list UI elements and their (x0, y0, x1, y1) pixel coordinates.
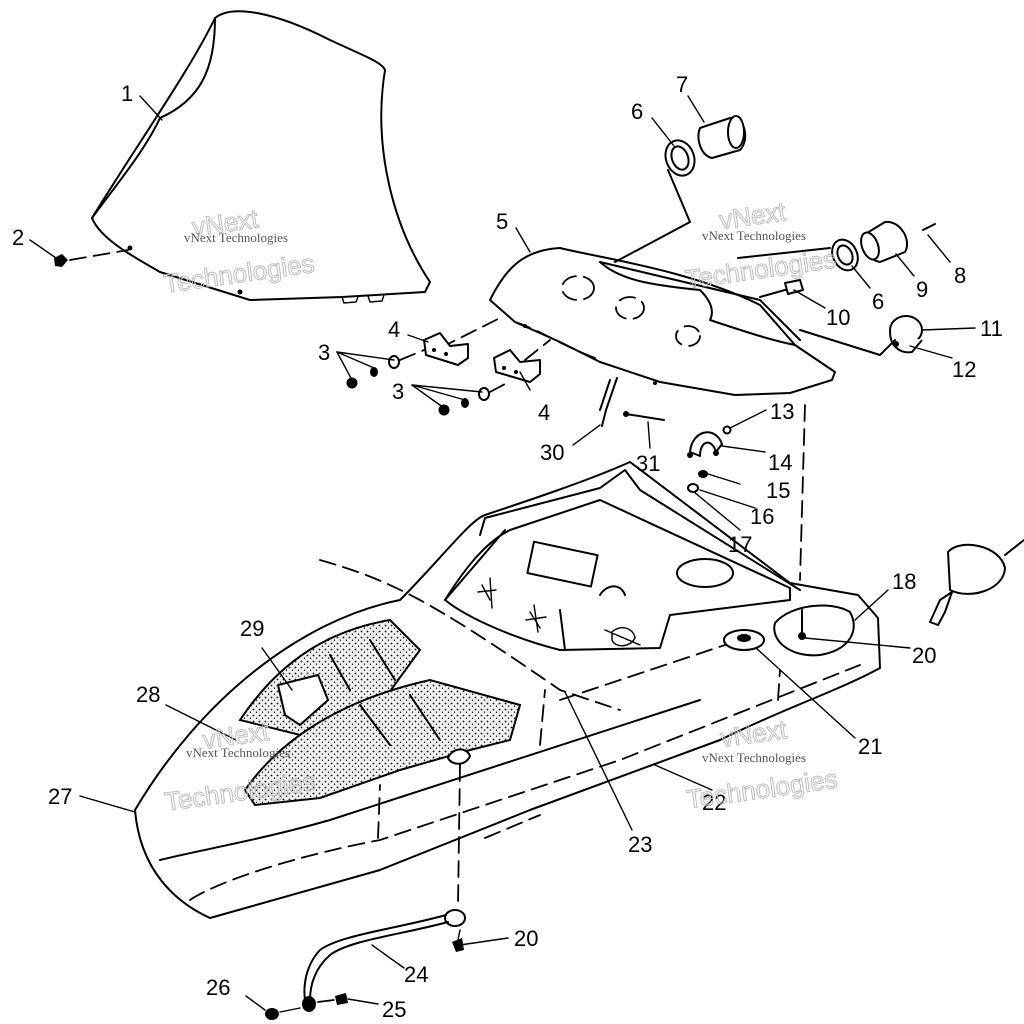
hood-console (439, 247, 836, 396)
cable-24 (302, 764, 466, 1012)
callout-7: 7 (676, 72, 688, 97)
callout-20-upper: 20 (912, 643, 936, 668)
callout-3-upper: 3 (318, 340, 330, 365)
clamp-14 (687, 431, 723, 458)
callout-18: 18 (892, 569, 916, 594)
callout-29: 29 (240, 616, 264, 641)
callout-22: 22 (702, 790, 726, 815)
callout-21: 21 (858, 734, 882, 759)
callout-2: 2 (12, 225, 24, 250)
screw-25 (317, 993, 348, 1005)
mirror (929, 539, 1024, 626)
callout-4-upper: 4 (388, 317, 400, 342)
callout-9: 9 (916, 277, 928, 302)
callout-11: 11 (980, 316, 1003, 341)
gauge-7 (697, 115, 747, 159)
callout-17: 17 (728, 532, 752, 557)
svg-text:Technologies: Technologies (685, 764, 839, 815)
callout-30: 30 (540, 440, 564, 465)
bezel-ring-6-upper (664, 139, 696, 177)
bracket-4-lower (493, 349, 541, 383)
wiring-leads (614, 169, 896, 356)
windshield (91, 10, 431, 304)
callout-13: 13 (770, 399, 794, 424)
watermark-small-bottom-right: vNext Technologies (702, 750, 806, 765)
bracket-4-upper (423, 332, 469, 366)
callout-labels: 1 2 3 3 4 4 5 6 6 7 8 9 10 11 12 13 14 1… (12, 72, 1003, 1022)
callout-31: 31 (636, 451, 660, 476)
callout-4-lower: 4 (538, 400, 550, 425)
callout-14: 14 (768, 450, 792, 475)
callout-20-lower: 20 (514, 926, 538, 951)
bolt-31 (623, 411, 665, 421)
indicator-11-12 (889, 315, 923, 354)
hardware-3-lower (438, 383, 506, 416)
callout-15: 15 (766, 478, 790, 503)
watermark-small-bottom-left: vNext Technologies (186, 745, 290, 760)
callout-10: 10 (826, 305, 850, 330)
callout-25: 25 (382, 997, 406, 1022)
gauge-9 (860, 220, 936, 263)
hardware-3-upper (346, 349, 425, 389)
leader-lines (29, 95, 976, 1011)
bezel-ring-6-lower (831, 238, 859, 272)
lower-body (134, 404, 881, 919)
watermark-small-top-right: vNext Technologies (702, 228, 806, 243)
cable-30 (599, 377, 618, 427)
callout-6-upper: 6 (631, 99, 643, 124)
svg-text:Technologies: Technologies (683, 244, 837, 295)
callout-8: 8 (954, 263, 966, 288)
callout-16: 16 (750, 504, 774, 529)
nut-26 (265, 1007, 301, 1020)
callout-23: 23 (628, 832, 652, 857)
washer-15-16 (687, 470, 708, 493)
callout-1: 1 (121, 81, 133, 106)
callout-6-lower: 6 (872, 289, 884, 314)
callout-12: 12 (952, 357, 976, 382)
callout-28: 28 (136, 682, 160, 707)
screw-2 (54, 249, 129, 267)
callout-24: 24 (404, 962, 428, 987)
callout-26: 26 (206, 975, 230, 1000)
screw-13 (722, 425, 732, 435)
callout-5: 5 (496, 209, 508, 234)
watermark-small-top-left: vNext Technologies (184, 230, 288, 245)
callout-3-lower: 3 (392, 379, 404, 404)
callout-27: 27 (48, 784, 72, 809)
switch-10 (759, 279, 804, 298)
